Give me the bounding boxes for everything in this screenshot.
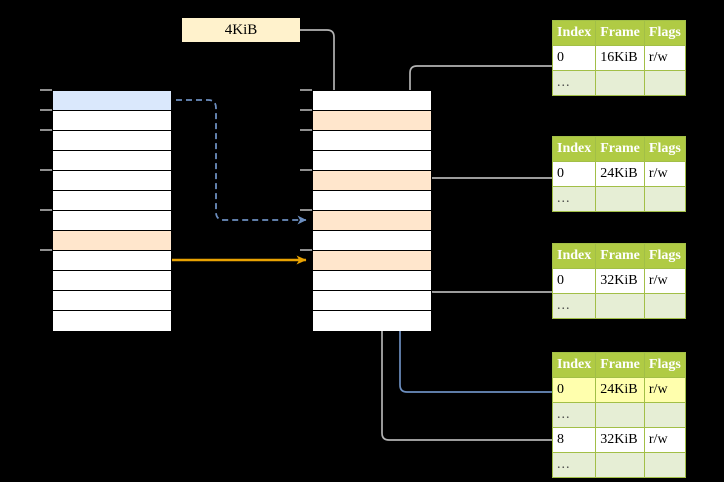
- page-table-1-header-frame: Frame: [595, 20, 645, 46]
- page-table-3-header-flags: Flags: [643, 243, 686, 269]
- virtual-column-ticks: [40, 89, 52, 251]
- page-table-2-r1-c0: ...: [551, 186, 597, 212]
- page-table-3-r0-c1: 32KiB: [595, 268, 645, 294]
- page-table-2-header-frame: Frame: [595, 136, 645, 162]
- page-table-4-r0-c0: 0: [551, 377, 597, 403]
- page-table-1-r0-c2: r/w: [643, 45, 686, 71]
- page-table-2-header-flags: Flags: [643, 136, 686, 162]
- size-label-box: 4KiB: [182, 18, 300, 42]
- page-table-2-r0-c1: 24KiB: [595, 161, 645, 187]
- virtual-memory-column-cell-9: [53, 271, 171, 291]
- page-table-4-r2-c2: r/w: [643, 427, 686, 453]
- virtual-memory-column-cell-3: [53, 151, 171, 171]
- page-table-1-r1-c2: [643, 70, 686, 96]
- virtual-memory-column-cell-8: [53, 251, 171, 271]
- physical-memory-column-cell-1: [313, 111, 431, 131]
- physical-memory-column-cell-2: [313, 131, 431, 151]
- page-table-4-header-frame: Frame: [595, 352, 645, 378]
- wire-table3-to-physical: [419, 254, 552, 293]
- page-table-4-r2-c1: 32KiB: [595, 427, 645, 453]
- virtual-memory-column-cell-6: [53, 211, 171, 231]
- page-table-3-header-frame: Frame: [595, 243, 645, 269]
- physical-memory-column-cell-10: [313, 291, 431, 311]
- page-table-1-r0-c1: 16KiB: [595, 45, 645, 71]
- page-table-4-header-index: Index: [551, 352, 597, 378]
- page-table-3-r1-c0: ...: [551, 293, 597, 319]
- page-table-2-r1-c2: [643, 186, 686, 212]
- page-table-4-r1-c1: [595, 402, 645, 428]
- physical-memory-column-cell-7: [313, 231, 431, 251]
- page-table-4-r1-c0: ...: [551, 402, 597, 428]
- page-table-2-r0-c2: r/w: [643, 161, 686, 187]
- page-table-3-header-index: Index: [551, 243, 597, 269]
- page-table-3-r0-c2: r/w: [643, 268, 686, 294]
- page-table-3-r1-c2: [643, 293, 686, 319]
- page-table-4-r2-c0: 8: [551, 427, 597, 453]
- page-table-1-r1-c0: ...: [551, 70, 597, 96]
- physical-memory-column-cell-9: [313, 271, 431, 291]
- physical-column-ticks: [300, 89, 312, 251]
- physical-memory-column-cell-11: [313, 311, 431, 331]
- physical-memory-column-cell-6: [313, 211, 431, 231]
- virtual-memory-column-cell-11: [53, 311, 171, 331]
- virtual-memory-column-cell-4: [53, 171, 171, 191]
- physical-memory-column: [312, 90, 432, 331]
- page-table-4-header-flags: Flags: [643, 352, 686, 378]
- table-row: ...: [551, 186, 686, 212]
- size-label-text: 4KiB: [224, 21, 258, 38]
- physical-memory-column-cell-0: [313, 91, 431, 111]
- page-table-2-r0-c0: 0: [551, 161, 597, 187]
- table-row: ...: [551, 70, 686, 96]
- page-table-1-r0-c0: 0: [551, 45, 597, 71]
- page-table-4-r3-c0: ...: [551, 452, 597, 478]
- wire-table2-to-physical: [417, 177, 552, 216]
- virtual-memory-column: [52, 90, 172, 331]
- table-row: ...: [551, 293, 686, 319]
- virtual-memory-column-cell-1: [53, 111, 171, 131]
- page-table-3-r1-c1: [595, 293, 645, 319]
- table-row: ...: [551, 402, 686, 428]
- wire-virtual-blue-dashed: [176, 99, 307, 225]
- virtual-memory-column-cell-0: [53, 91, 171, 111]
- page-table-1-header-index: Index: [551, 20, 597, 46]
- page-table-1-r1-c1: [595, 70, 645, 96]
- physical-memory-column-cell-3: [313, 151, 431, 171]
- page-table-3-r0-c0: 0: [551, 268, 597, 294]
- virtual-memory-column-cell-7: [53, 231, 171, 251]
- page-table-2-header-index: Index: [551, 136, 597, 162]
- physical-memory-column-cell-4: [313, 171, 431, 191]
- virtual-memory-column-cell-2: [53, 131, 171, 151]
- page-table-4-r3-c1: [595, 452, 645, 478]
- page-table-2-r1-c1: [595, 186, 645, 212]
- table-row: ...: [551, 452, 686, 478]
- page-table-1-header-flags: Flags: [643, 20, 686, 46]
- page-table-4-r3-c2: [643, 452, 686, 478]
- page-table-4-r0-c1: 24KiB: [595, 377, 645, 403]
- physical-memory-column-cell-5: [313, 191, 431, 211]
- page-table-4-r0-c2: r/w: [643, 377, 686, 403]
- virtual-memory-column-cell-10: [53, 291, 171, 311]
- virtual-memory-column-cell-5: [53, 191, 171, 211]
- page-table-4-r1-c2: [643, 402, 686, 428]
- physical-memory-column-cell-8: [313, 251, 431, 271]
